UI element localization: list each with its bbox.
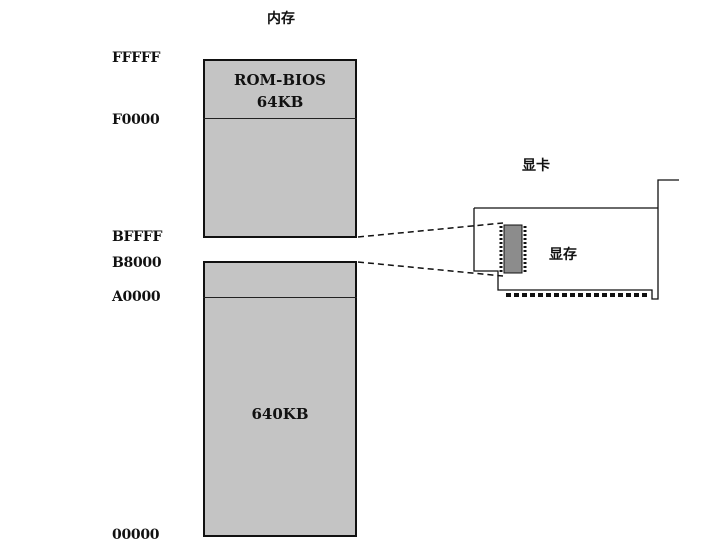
conventional-memory-label: 640KB (251, 405, 309, 423)
rom-bios-boundary (203, 118, 357, 119)
upper-memory-block (203, 59, 357, 238)
address-b8000: B8000 (112, 255, 162, 271)
rom-bios-label: ROM-BIOS (234, 71, 326, 89)
address-00000: 00000 (112, 527, 160, 543)
memory-title: 内存 (267, 11, 295, 27)
address-fffff: FFFFF (112, 50, 161, 66)
lower-memory-block (203, 261, 357, 537)
address-bffff: BFFFF (112, 229, 163, 245)
vram-chip (503, 224, 523, 274)
a0000-boundary (203, 297, 357, 298)
video-card-title: 显卡 (522, 158, 550, 174)
address-f0000: F0000 (112, 112, 160, 128)
video-card-outline (473, 179, 679, 300)
vram-label: 显存 (549, 247, 577, 263)
rom-bios-size: 64KB (256, 93, 304, 111)
mapping-line-bottom (357, 261, 504, 277)
mapping-line-top (357, 222, 504, 238)
address-a0000: A0000 (112, 289, 161, 305)
